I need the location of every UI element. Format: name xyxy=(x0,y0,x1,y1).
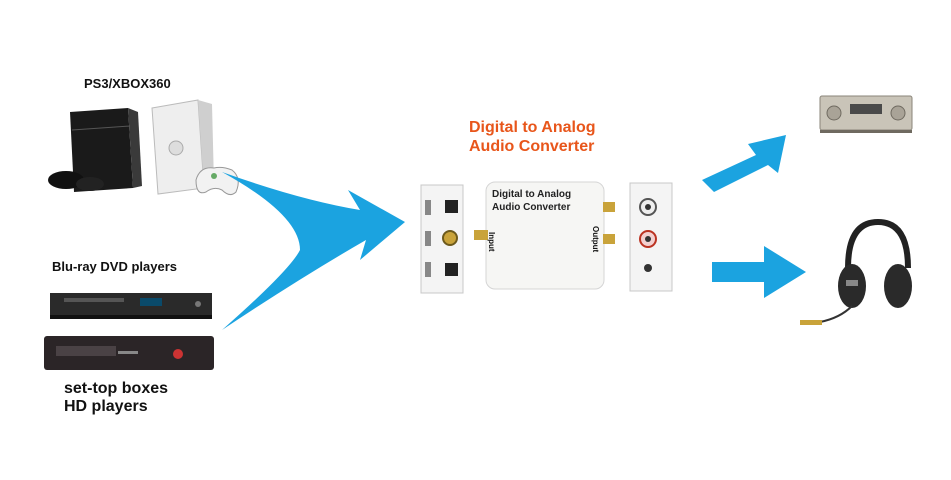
converter-face-line1: Digital to Analog xyxy=(492,189,572,200)
settop-label: set-top boxes HD players xyxy=(64,380,168,416)
output-label: Output xyxy=(591,226,600,253)
input-label: Input xyxy=(487,232,496,252)
ps3-console-icon xyxy=(48,108,142,192)
arrow-to-headphones xyxy=(712,246,806,298)
headphones-icon xyxy=(800,218,912,325)
settop-label-line1: set-top boxes xyxy=(64,380,169,397)
consoles-label: PS3/XBOX360 xyxy=(84,76,171,91)
bluray-label: Blu-ray DVD players xyxy=(52,259,177,274)
arrow-to-receiver xyxy=(702,135,786,192)
input-port-panel xyxy=(420,184,464,294)
settop-box-icon xyxy=(44,336,214,370)
converter-title: Digital to Analog Audio Converter xyxy=(469,118,596,156)
gamepad-icon xyxy=(195,166,239,196)
bluray-player-icon xyxy=(50,293,212,319)
converter-face-line2: Audio Converter xyxy=(492,202,571,213)
converter-face-text: Digital to Analog Audio Converter xyxy=(492,188,571,214)
settop-label-line2: HD players xyxy=(64,398,148,415)
av-receiver-icon xyxy=(819,95,913,133)
converter-box xyxy=(474,181,615,290)
converter-title-line2: Audio Converter xyxy=(469,138,595,155)
converter-title-line1: Digital to Analog xyxy=(469,119,596,136)
output-port-panel xyxy=(629,182,673,292)
merge-arrow xyxy=(222,172,405,330)
xbox360-console-icon xyxy=(151,99,214,195)
